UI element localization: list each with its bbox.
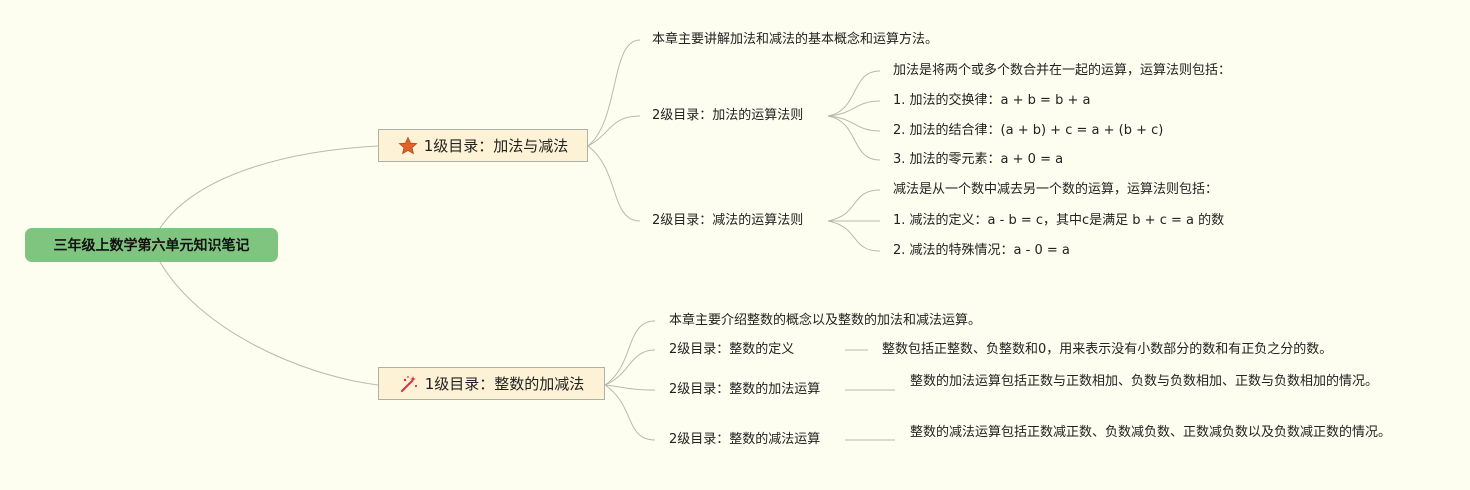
connector-root-branch1 <box>159 145 379 229</box>
integer-subtraction-text: 整数的减法运算包括正数减正数、负数减负数、正数减负数以及负数减正数的情况。 <box>910 425 1392 440</box>
integer-addition-text: 整数的加法运算包括正数与正数相加、负数与负数相加、正数与负数相加的情况。 <box>910 374 1379 389</box>
connector-sub-item2 <box>827 220 881 252</box>
connector-b2-add <box>604 384 656 391</box>
connector-add-item1 <box>827 100 881 117</box>
connector-root-branch2 <box>159 261 379 386</box>
integer-definition-text: 整数包括正整数、负整数和0，用来表示没有小数部分的数和有正负之分的数。 <box>882 342 1333 357</box>
branch1-intro: 本章主要讲解加法和减法的基本概念和运算方法。 <box>652 32 939 47</box>
addition-rule-item: 加法是将两个或多个数合并在一起的运算，运算法则包括： <box>893 63 1232 78</box>
root-topic[interactable]: 三年级上数学第六单元知识笔记 <box>25 228 278 262</box>
connector-sub-item0 <box>827 189 881 222</box>
addition-rule-item: 3. 加法的零元素：a + 0 = a <box>893 152 1064 167</box>
topic-integer-definition[interactable]: 2级目录：整数的定义 <box>669 342 795 357</box>
connector-b1-sub <box>587 145 641 222</box>
addition-rule-item: 2. 加法的结合律：(a + b) + c = a + (b + c) <box>893 123 1164 138</box>
connector-b2-def <box>604 349 656 386</box>
branch-addition-subtraction[interactable]: 1级目录：加法与减法 <box>378 129 588 162</box>
root-title: 三年级上数学第六单元知识笔记 <box>53 238 250 254</box>
connector-b2-intro <box>604 320 656 386</box>
connector-b1-add <box>587 115 641 147</box>
topic-integer-subtraction[interactable]: 2级目录：整数的减法运算 <box>669 432 821 447</box>
magic-wand-icon <box>399 374 419 394</box>
topic-integer-addition[interactable]: 2级目录：整数的加法运算 <box>669 382 821 397</box>
topic-subtraction-rules[interactable]: 2级目录：减法的运算法则 <box>652 213 804 228</box>
connector-add-item0 <box>827 70 881 117</box>
connector-add-item3 <box>827 115 881 161</box>
branch-integer-add-subtract[interactable]: 1级目录：整数的加减法 <box>378 367 605 400</box>
topic-addition-rules[interactable]: 2级目录：加法的运算法则 <box>652 108 804 123</box>
branch2-title: 1级目录：整数的加减法 <box>424 375 585 393</box>
star-icon <box>398 136 418 156</box>
branch1-title: 1级目录：加法与减法 <box>423 137 569 155</box>
connector-b1-intro <box>587 39 641 147</box>
connector-add-item2 <box>827 115 881 132</box>
addition-rule-item: 1. 加法的交换律：a + b = b + a <box>893 93 1091 108</box>
connector-b2-sub <box>604 384 656 441</box>
branch2-intro: 本章主要介绍整数的概念以及整数的加法和减法运算。 <box>669 313 982 328</box>
subtraction-rule-item: 1. 减法的定义：a - b = c，其中c是满足 b + c = a 的数 <box>893 213 1225 228</box>
subtraction-rule-item: 减法是从一个数中减去另一个数的运算，运算法则包括： <box>893 182 1219 197</box>
subtraction-rule-item: 2. 减法的特殊情况：a - 0 = a <box>893 243 1070 258</box>
